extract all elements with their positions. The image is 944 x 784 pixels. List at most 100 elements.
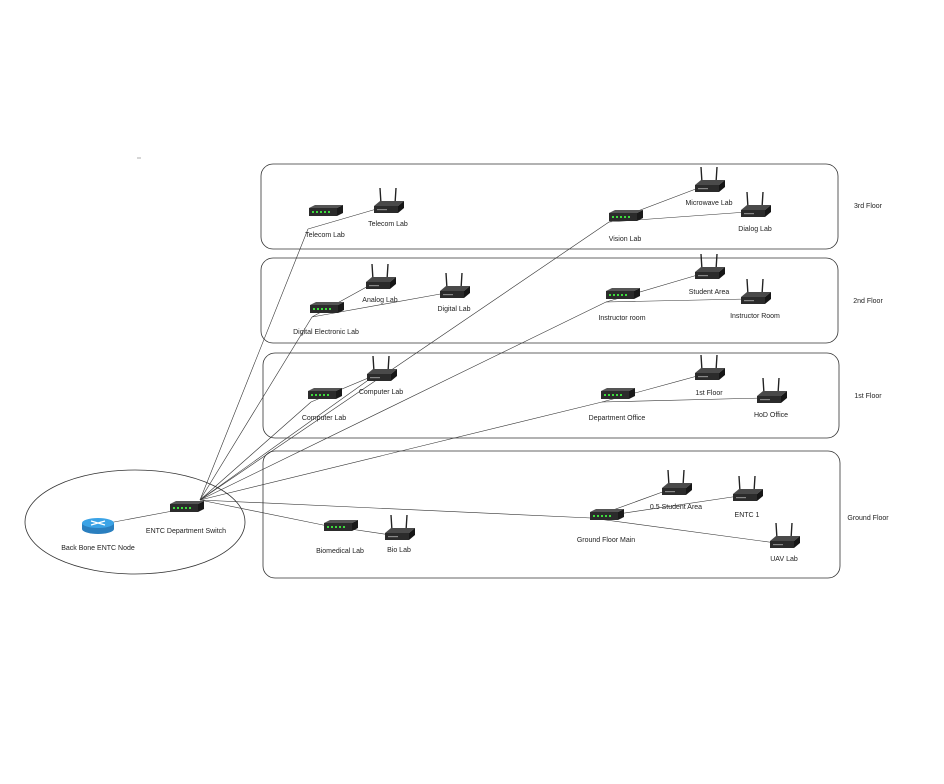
wifi-router-icon-w1c[interactable]: HoD Office	[754, 377, 788, 419]
switch-icon-sga[interactable]: Biomedical Lab	[316, 520, 364, 555]
switch-icon-s2a[interactable]: Digital Electronic Lab	[293, 302, 359, 336]
floor-box-f2	[260, 257, 839, 344]
link-core-s1b	[199, 401, 603, 501]
switch-front	[310, 305, 338, 313]
switch-icon-sgb[interactable]: Ground Floor Main	[577, 509, 635, 544]
router-top	[695, 368, 725, 373]
wifi-router-icon-w3b[interactable]: Microwave Lab	[685, 166, 733, 207]
device-label-w3b: Microwave Lab	[685, 200, 732, 207]
switch-front	[601, 391, 629, 399]
switch-icon-s3a[interactable]: Telecom Lab	[305, 205, 345, 239]
switch-led	[617, 294, 619, 296]
switch-side	[637, 210, 643, 221]
router-top	[662, 483, 692, 488]
switch-led	[185, 507, 187, 509]
device-label-s2a: Digital Electronic Lab	[293, 329, 359, 336]
switch-front	[590, 512, 618, 520]
router-top	[757, 391, 787, 396]
router-led-strip	[388, 536, 398, 538]
switch-led	[621, 294, 623, 296]
router-led-strip	[698, 275, 708, 277]
device-label-core: ENTC Department Switch	[146, 528, 226, 535]
switch-led	[601, 515, 603, 517]
wifi-router-icon-wgd[interactable]: UAV Lab	[770, 522, 800, 563]
link-core-s3b	[199, 221, 610, 501]
switch-led	[177, 507, 179, 509]
router-side	[757, 489, 763, 501]
wifi-router-icon-w2b[interactable]: Digital Lab	[437, 272, 471, 313]
link-core-sgb	[199, 499, 592, 519]
wifi-router-icon-wgb[interactable]: 0.5 Student Area	[650, 469, 702, 511]
router-led-strip	[744, 213, 754, 215]
switch-led	[327, 394, 329, 396]
switch-led	[335, 526, 337, 528]
switch-led	[313, 308, 315, 310]
nodes-layer: Back Bone ENTC Node ENTC Department Switc…	[61, 166, 800, 563]
switch-led	[625, 294, 627, 296]
router-side	[781, 391, 787, 403]
switch-top	[310, 302, 344, 305]
switch-icon-s3b[interactable]: Vision Lab	[609, 210, 643, 243]
router-led-strip	[377, 209, 387, 211]
switch-led	[343, 526, 345, 528]
router-led-strip	[370, 377, 380, 379]
switch-front	[609, 213, 637, 221]
switch-top	[170, 501, 204, 504]
link-core-sga	[199, 499, 324, 526]
switch-icon-s2b[interactable]: Instructor room	[598, 288, 646, 322]
switch-led	[605, 515, 607, 517]
router-led-strip	[736, 497, 746, 499]
device-label-wgb: 0.5 Student Area	[650, 504, 702, 511]
switch-front	[309, 208, 337, 216]
device-label-w1c: HoD Office	[754, 412, 788, 419]
router-led-strip	[760, 399, 770, 401]
device-label-w2d: Instructor Room	[730, 313, 780, 320]
router-side	[765, 292, 771, 304]
switch-front	[606, 291, 634, 299]
wifi-router-icon-w3c[interactable]: Dialog Lab	[738, 191, 772, 233]
switch-led	[317, 308, 319, 310]
device-label-sgb: Ground Floor Main	[577, 537, 635, 544]
router-led-strip	[698, 188, 708, 190]
device-label-sga: Biomedical Lab	[316, 548, 364, 555]
router-side	[390, 277, 396, 289]
switch-led	[315, 394, 317, 396]
switch-icon-core[interactable]: ENTC Department Switch	[146, 501, 226, 535]
router-top	[374, 201, 404, 206]
switch-front	[170, 504, 198, 512]
wifi-router-icon-wga[interactable]: Bio Lab	[385, 514, 415, 554]
switch-led	[323, 394, 325, 396]
link-s2b-w2d	[605, 298, 748, 303]
router-top	[385, 528, 415, 533]
wifi-router-icon-w2d[interactable]: Instructor Room	[730, 278, 780, 320]
wifi-router-icon-wgc[interactable]: ENTC 1	[733, 475, 763, 519]
wifi-router-icon-w2c[interactable]: Student Area	[689, 253, 730, 296]
router-side	[719, 368, 725, 380]
switch-led	[616, 216, 618, 218]
wifi-router-icon-w1b[interactable]: 1st Floor	[695, 354, 725, 397]
wifi-router-icon-w2a[interactable]: Analog Lab	[362, 263, 398, 304]
router-side	[391, 369, 397, 381]
switch-led	[189, 507, 191, 509]
backbone-zone	[24, 469, 246, 575]
switch-icon-s1b[interactable]: Department Office	[589, 388, 646, 422]
wifi-router-icon-w3a[interactable]: Telecom Lab	[368, 187, 408, 228]
floor-label-f2: 2nd Floor	[853, 298, 883, 305]
link-core-s3a	[199, 228, 309, 501]
device-label-w1a: Computer Lab	[359, 389, 403, 396]
device-label-s2b: Instructor room	[598, 315, 645, 322]
device-label-s3b: Vision Lab	[609, 236, 642, 243]
router-top	[367, 369, 397, 374]
router-side	[686, 483, 692, 495]
router-icon[interactable]: Back Bone ENTC Node	[61, 518, 135, 552]
router-led-strip	[773, 544, 783, 546]
switch-front	[324, 523, 352, 531]
wifi-router-icon-w1a[interactable]: Computer Lab	[359, 355, 403, 396]
switch-led	[604, 394, 606, 396]
switch-led	[624, 216, 626, 218]
switch-top	[309, 205, 343, 208]
switch-icon-s1a[interactable]: Computer Lab	[302, 388, 346, 422]
switch-led	[329, 308, 331, 310]
router-led-strip	[665, 491, 675, 493]
